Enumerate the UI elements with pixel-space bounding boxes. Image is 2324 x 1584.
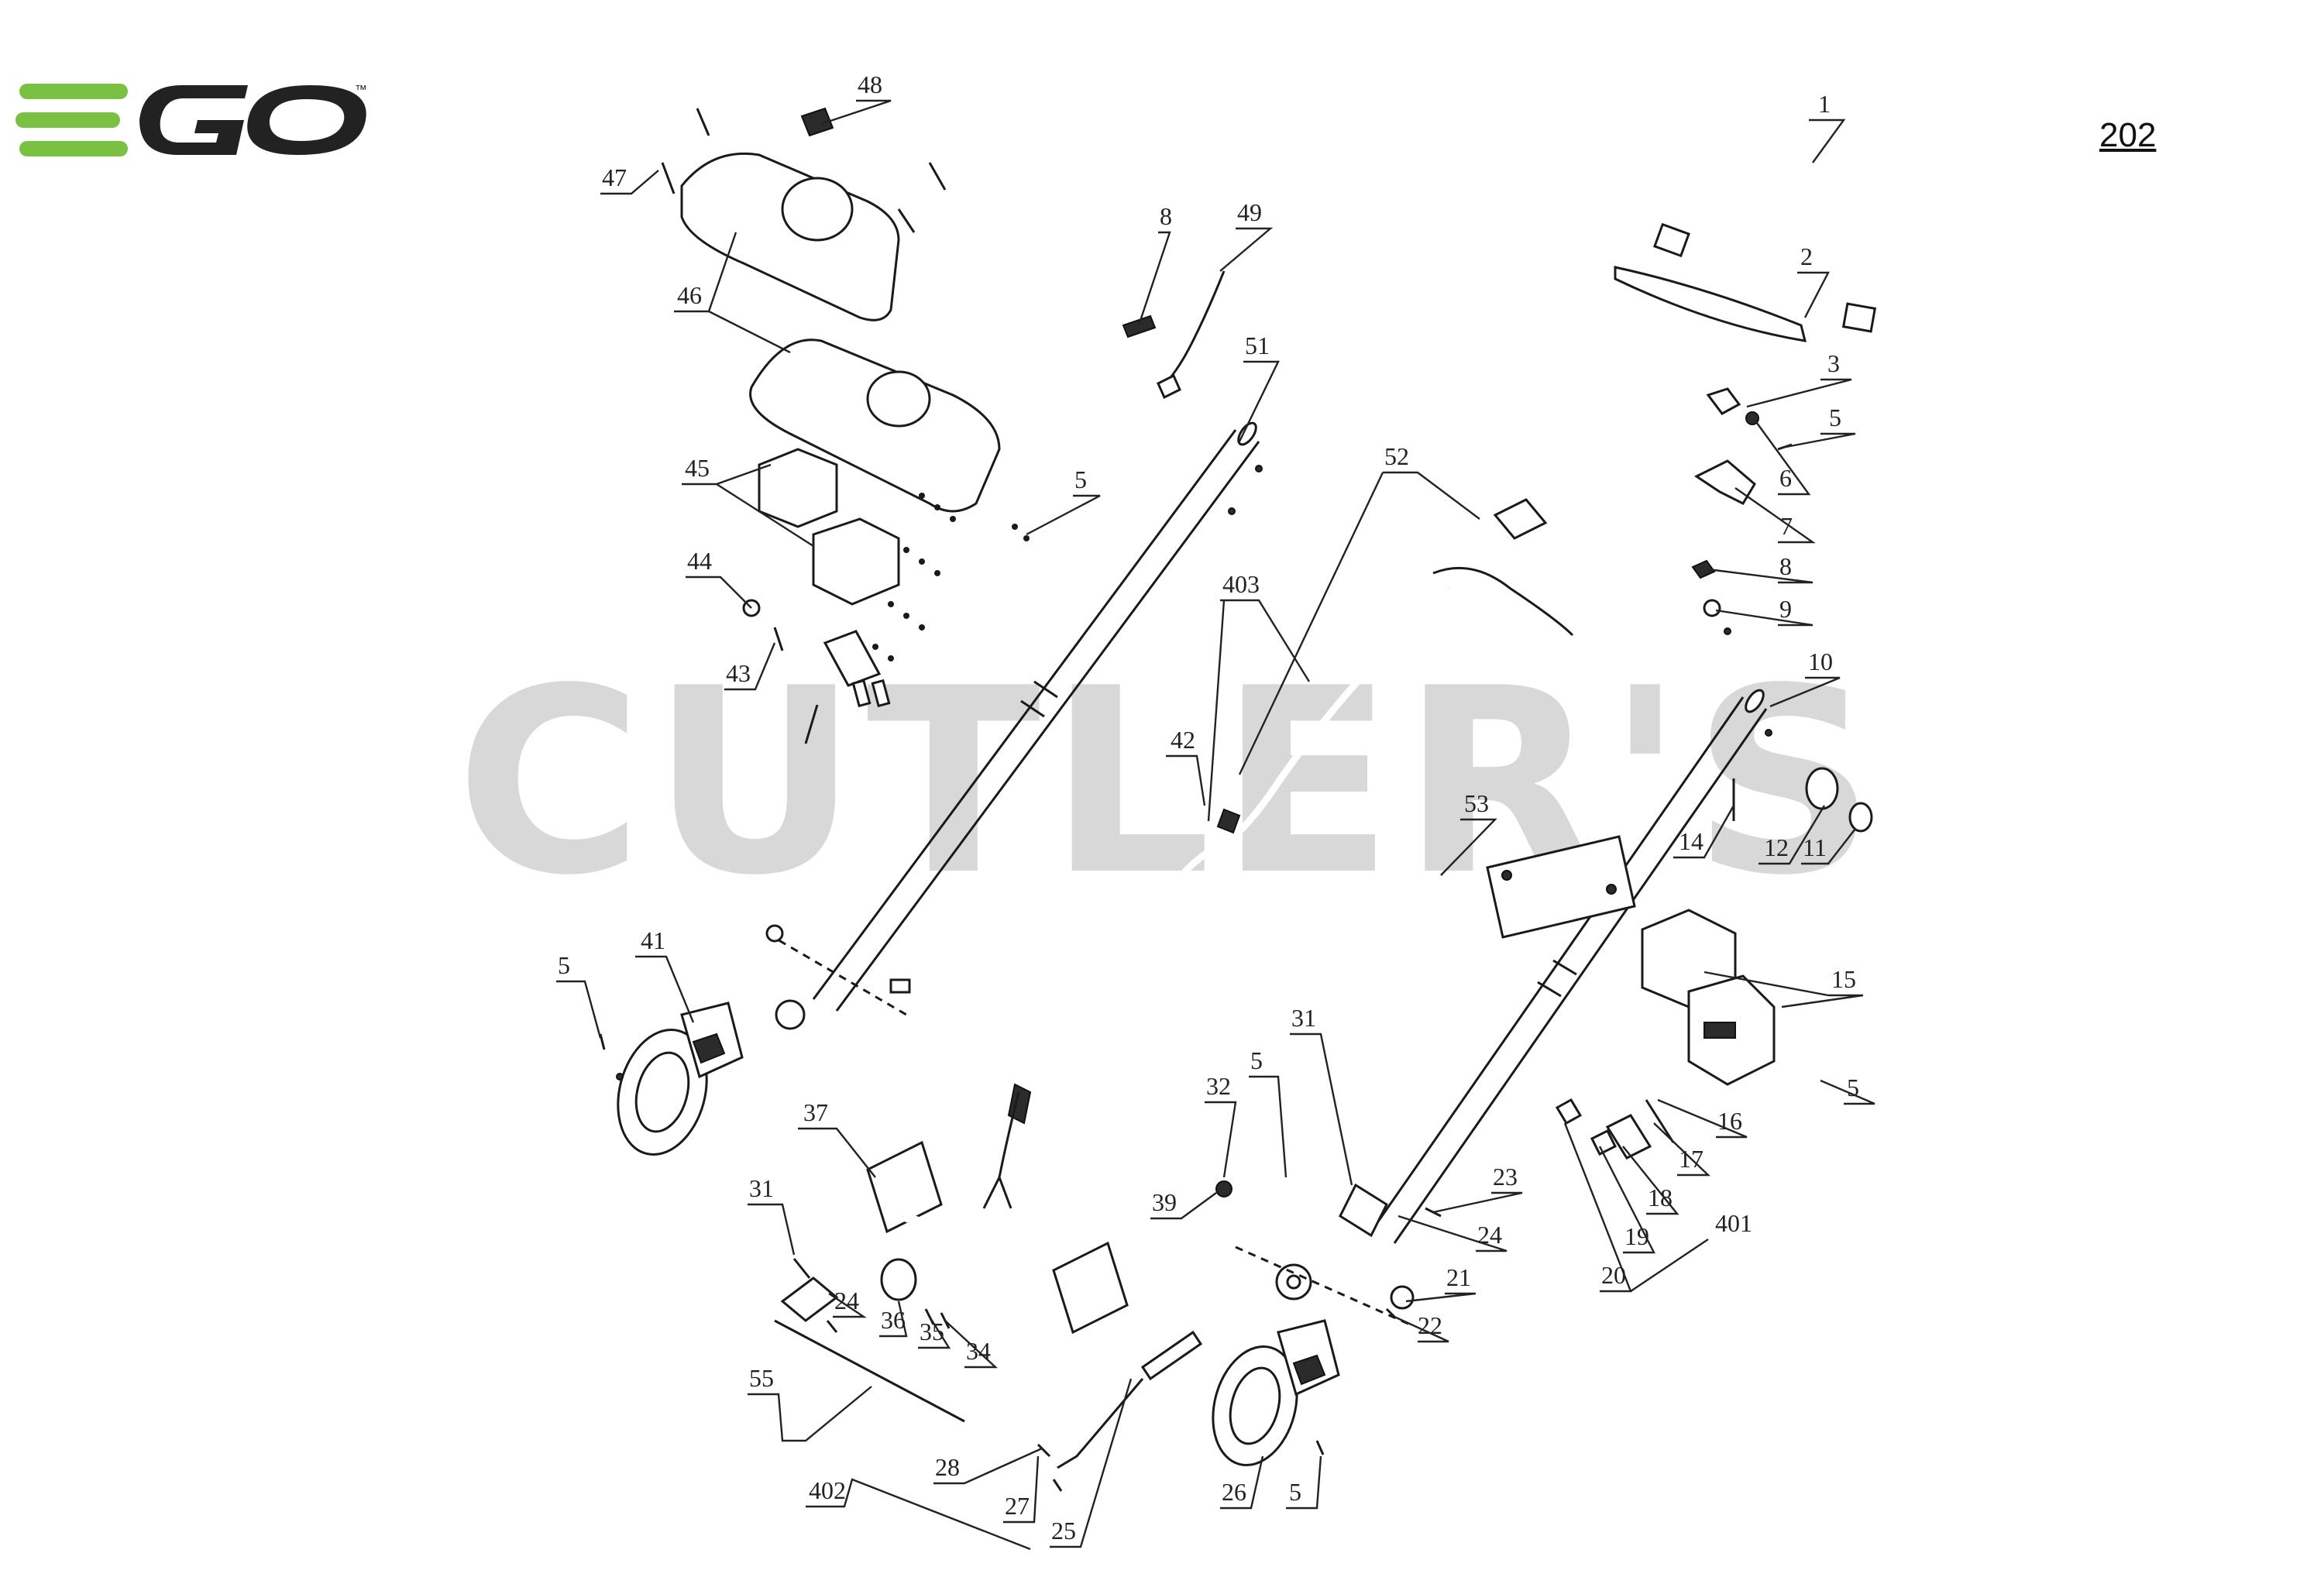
callout-5: 5	[1847, 1074, 1859, 1101]
callout-9: 9	[1779, 595, 1792, 623]
callout-6: 6	[1779, 464, 1792, 492]
callout-48: 48	[858, 70, 882, 98]
callout-51: 51	[1245, 332, 1270, 359]
knob-parts	[1732, 767, 1873, 833]
upper-handle	[1653, 123, 1877, 333]
axle-bar	[866, 1140, 1129, 1335]
callout-14: 14	[1679, 827, 1703, 855]
callout-31: 31	[749, 1174, 774, 1202]
callout-5: 5	[1250, 1046, 1263, 1074]
trademark-symbol: ™	[355, 84, 367, 97]
callout-5: 5	[1074, 466, 1087, 493]
callout-5: 5	[558, 951, 570, 979]
callout-11: 11	[1803, 833, 1827, 861]
callout-53: 53	[1464, 789, 1489, 817]
folding-bracket	[1486, 835, 1636, 939]
height-adjust-lever	[1037, 1330, 1203, 1492]
center-cable-assembly	[982, 498, 1574, 1209]
callout-5: 5	[1289, 1478, 1301, 1506]
callout-20: 20	[1601, 1261, 1626, 1289]
callout-labels: 1 2 3 5 6 7 8 9 10 11 12 14 15 5 16 17 1…	[558, 70, 1859, 1544]
callout-43: 43	[726, 659, 751, 687]
callout-7: 7	[1780, 512, 1793, 540]
logo-o	[247, 85, 366, 155]
callout-1: 1	[1818, 90, 1831, 118]
callout-402: 402	[809, 1476, 846, 1504]
callout-37: 37	[803, 1098, 828, 1126]
callout-8: 8	[1779, 552, 1792, 580]
page-number[interactable]: 202	[2099, 116, 2157, 154]
callout-55: 55	[749, 1364, 774, 1392]
callout-12: 12	[1764, 833, 1789, 861]
right-wheel	[1212, 1319, 1340, 1467]
callout-42: 42	[1171, 726, 1195, 754]
callout-3: 3	[1827, 349, 1840, 377]
callout-15: 15	[1831, 965, 1856, 993]
callout-5: 5	[1829, 404, 1841, 431]
control-console-housing	[661, 107, 1001, 513]
callout-18: 18	[1648, 1184, 1673, 1211]
logo-e	[15, 84, 128, 156]
callout-21: 21	[1446, 1263, 1471, 1291]
switch-box-assembly	[742, 448, 1030, 744]
right-knuckle-assembly	[1215, 1180, 1442, 1326]
callout-25: 25	[1051, 1517, 1076, 1544]
left-wheel	[599, 1002, 744, 1156]
callout-8: 8	[1160, 202, 1172, 230]
callout-44: 44	[687, 547, 712, 575]
callout-47: 47	[602, 163, 627, 191]
callout-23: 23	[1493, 1163, 1518, 1191]
handle-cushion	[1614, 266, 1807, 342]
callout-46: 46	[677, 281, 702, 309]
callout-49: 49	[1237, 198, 1262, 226]
right-lower-tube	[1370, 689, 1772, 1244]
callout-27: 27	[1005, 1492, 1030, 1520]
callout-41: 41	[641, 926, 665, 954]
height-adjust-rod	[774, 1258, 965, 1423]
left-upper-tube	[765, 421, 1263, 1030]
callout-2: 2	[1800, 242, 1813, 270]
callout-24: 24	[1477, 1221, 1502, 1249]
callout-31: 31	[1291, 1004, 1316, 1032]
callout-45: 45	[685, 454, 710, 482]
callout-403: 403	[1222, 570, 1260, 598]
callout-39: 39	[1152, 1188, 1177, 1216]
callout-22: 22	[1418, 1311, 1442, 1339]
callout-52: 52	[1384, 442, 1409, 470]
callout-10: 10	[1808, 648, 1833, 675]
callout-32: 32	[1206, 1072, 1231, 1100]
callout-401: 401	[1715, 1209, 1752, 1237]
logo-g	[139, 85, 248, 155]
right-latch-assembly	[1555, 909, 1776, 1160]
leader-lines	[556, 99, 1875, 1551]
callout-28: 28	[935, 1453, 960, 1481]
fastener-screws	[872, 493, 1030, 661]
ego-logo	[15, 84, 366, 156]
callout-26: 26	[1222, 1478, 1246, 1506]
right-small-parts	[1691, 387, 1793, 635]
cable-link-parts	[1122, 270, 1226, 400]
